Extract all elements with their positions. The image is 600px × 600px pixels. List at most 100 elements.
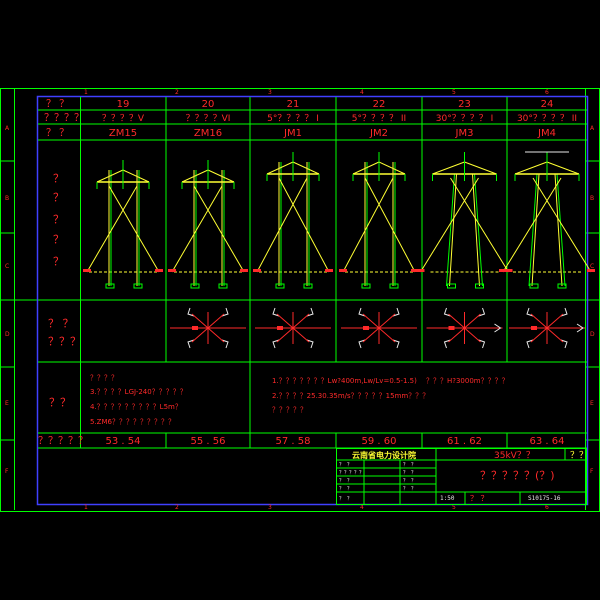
elevation-label-group: ？ ？ ？ ？ ？ ？ ？ ？？？ ？？ ？？？？？ [38, 172, 88, 447]
tower-elevation [499, 151, 595, 289]
column-pages: 63 . 64 [530, 436, 565, 447]
col-mark: 6 [545, 89, 549, 96]
tower-elevation [253, 152, 333, 289]
title-row-label: ？ ？ [403, 486, 416, 492]
col-mark: 5 [452, 504, 456, 511]
note-line: 2.？？？？25.30.35m/s？？？？？15mm？？？ [272, 392, 429, 400]
column-pages: 61 . 62 [447, 436, 482, 447]
plan-view [170, 307, 246, 349]
col-mark: 2 [175, 504, 179, 511]
column-pages: 57 . 58 [276, 436, 311, 447]
header-row3-label: ？ ？ [46, 128, 69, 139]
company-name: 云南省电力设计院 [352, 450, 416, 460]
note-line: ？？？？？ [272, 406, 307, 414]
note-line: 3.？？？？LGJ-240？？？？？ [90, 388, 187, 396]
column-code: JM2 [369, 128, 388, 139]
title-row-label: ？ ？ [339, 462, 352, 468]
column-number: 24 [541, 99, 554, 110]
title-row-label: ？ ？ [339, 486, 352, 492]
notes-label: ？？ [49, 396, 71, 409]
title-row-label: ？ ？ [403, 470, 416, 476]
tower-elevation [168, 160, 248, 289]
plan-label: ？？？ [48, 335, 81, 348]
tower-elevation [83, 160, 163, 289]
row-mark: F [590, 468, 594, 475]
table-grid [38, 97, 587, 449]
note-line: ？？？H?3000m？？？？ [426, 377, 509, 385]
tower-elevation [339, 152, 419, 289]
column-number: 22 [373, 99, 386, 110]
pages-label: ？？？？？ [38, 436, 88, 447]
scale-value: 1:50 [440, 495, 455, 502]
column-code: ZM16 [194, 128, 222, 139]
tower-elevation [416, 152, 513, 289]
column-code: ZM15 [109, 128, 137, 139]
title-block: 云南省电力设计院 35kV？？ ？？ ？？？？？(？) ？ ？ ？？？？？ ？ … [336, 448, 588, 505]
row-mark: B [590, 195, 594, 202]
col-mark: 3 [268, 504, 272, 511]
col-mark: 4 [360, 504, 364, 511]
column-number: 19 [117, 99, 130, 110]
col-mark: 1 [84, 504, 88, 511]
col-mark: 4 [360, 89, 364, 96]
title-row-label: ？？？？？ [339, 470, 364, 476]
column-type: 30°？？？？ II [517, 114, 577, 124]
col-mark: 2 [175, 89, 179, 96]
title-row-label: ？ ？ [403, 462, 416, 468]
row-mark: E [5, 400, 9, 407]
plan-view [509, 307, 585, 349]
project-name: 35kV？？ [494, 451, 535, 461]
elevation-label: ？ [53, 191, 64, 204]
plan-views [170, 307, 585, 349]
column-code: JM4 [537, 128, 556, 139]
plan-view [255, 307, 331, 349]
note-line: 5.ZM6？？？？？？？？？ [90, 418, 175, 426]
col-mark: 5 [452, 89, 456, 96]
row-mark: F [5, 468, 9, 475]
tower-elevations [83, 151, 595, 289]
header-cells: 19 ？？？？V ZM15 53 . 54 20 ？？？？VI ZM16 55 . 56 21 5… [102, 99, 577, 447]
title-row-label: ？ ？ [339, 478, 352, 484]
column-number: 23 [458, 99, 471, 110]
elevation-label: ？ [53, 255, 64, 268]
col-mark: 1 [84, 89, 88, 96]
note-line: ？？？？ [90, 374, 118, 382]
column-type: ？？？？VI [186, 114, 231, 124]
row-mark: D [5, 331, 10, 338]
column-type: 30°？？？？ I [436, 114, 493, 124]
column-type: 5°？？？？ II [352, 114, 406, 124]
row-mark: E [590, 400, 594, 407]
elevation-label: ？ [53, 233, 64, 246]
row-mark: B [5, 195, 9, 202]
row-mark: C [590, 263, 594, 270]
column-code: JM1 [283, 128, 302, 139]
plan-label: ？ ？ [48, 317, 74, 330]
column-type: ？？？？V [102, 114, 145, 124]
drawing-title: ？？？？？(？) [480, 469, 555, 482]
column-pages: 53 . 54 [106, 436, 141, 447]
inner-border [36, 95, 589, 506]
column-code: JM3 [455, 128, 474, 139]
column-number: 20 [202, 99, 215, 110]
column-number: 21 [287, 99, 300, 110]
plan-view [426, 307, 503, 349]
title-row-label: ？ ？ [339, 496, 352, 502]
elevation-label: ？ [53, 213, 64, 226]
title-label-a: ？ ？ [470, 494, 489, 503]
row-mark: C [5, 263, 9, 270]
notes: ？？？？ 3.？？？？LGJ-240？？？？？ 4.？？？？？？？？？L5m？ … [90, 374, 509, 426]
column-pages: 59 . 60 [362, 436, 397, 447]
row-mark: A [5, 125, 10, 132]
plan-view [341, 307, 417, 349]
elevation-label: ？ [53, 172, 64, 185]
drawing-number: S10175-16 [528, 495, 561, 502]
row-mark: A [590, 125, 595, 132]
row-mark: D [590, 331, 595, 338]
grid-ref-marks: 1 2 3 4 5 6 1 2 3 4 5 6 A B C D E F A B … [5, 89, 595, 511]
column-type: 5°？？？？ I [267, 114, 319, 124]
column-pages: 55 . 56 [191, 436, 226, 447]
col-mark: 3 [268, 89, 272, 96]
col-mark: 6 [545, 504, 549, 511]
header-row1-label: ？ ？ [46, 99, 69, 110]
